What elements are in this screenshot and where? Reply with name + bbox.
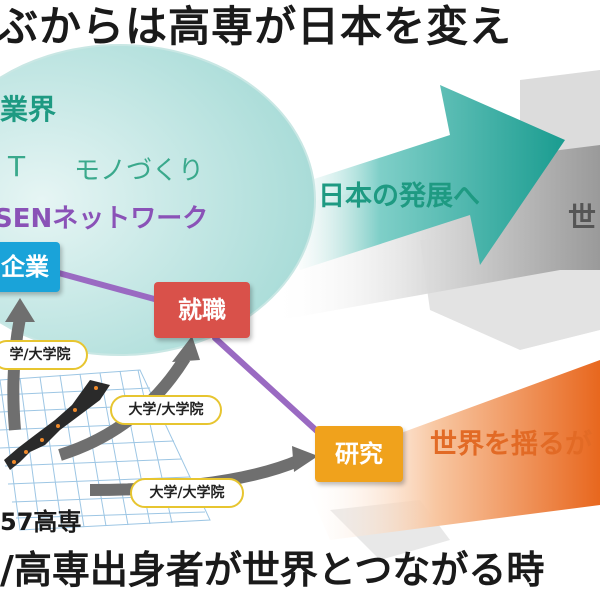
arrowhead-kenkyu	[292, 446, 318, 472]
university-pill: 大学/大学院	[110, 395, 222, 425]
connector-kigyo-shushoku	[52, 269, 161, 303]
japan-development-label: 日本の発展へ	[318, 181, 480, 212]
kenkyu-box: 研究	[315, 426, 403, 482]
industry-label: 業界	[0, 93, 57, 126]
kosen-count-label: 57高専	[0, 508, 82, 536]
shake-world-arrow	[300, 360, 600, 540]
world-label: 世	[568, 201, 597, 234]
bottom-headline: /高専出身者が世界とつながる時	[0, 548, 545, 592]
kigyo-box: 企業	[0, 242, 60, 292]
it-label: T	[8, 150, 26, 183]
shushoku-box: 就職	[154, 282, 250, 338]
arrow-to-kigyo	[7, 316, 26, 431]
headline: ぶからは高専が日本を変え	[0, 2, 513, 51]
connector-shushoku-kenkyu	[212, 335, 321, 435]
university-pill: 学/大学院	[0, 340, 88, 370]
japan-development-arrow	[280, 85, 565, 270]
kosen-network-label: SENネットワーク	[0, 204, 209, 234]
arrowhead-kigyo	[5, 298, 35, 322]
shake-world-label: 世界を揺るが	[430, 429, 592, 460]
university-pill: 大学/大学院	[130, 478, 244, 508]
monozukuri-label: モノづくり	[74, 156, 205, 186]
arrowhead-shushoku	[172, 336, 200, 362]
